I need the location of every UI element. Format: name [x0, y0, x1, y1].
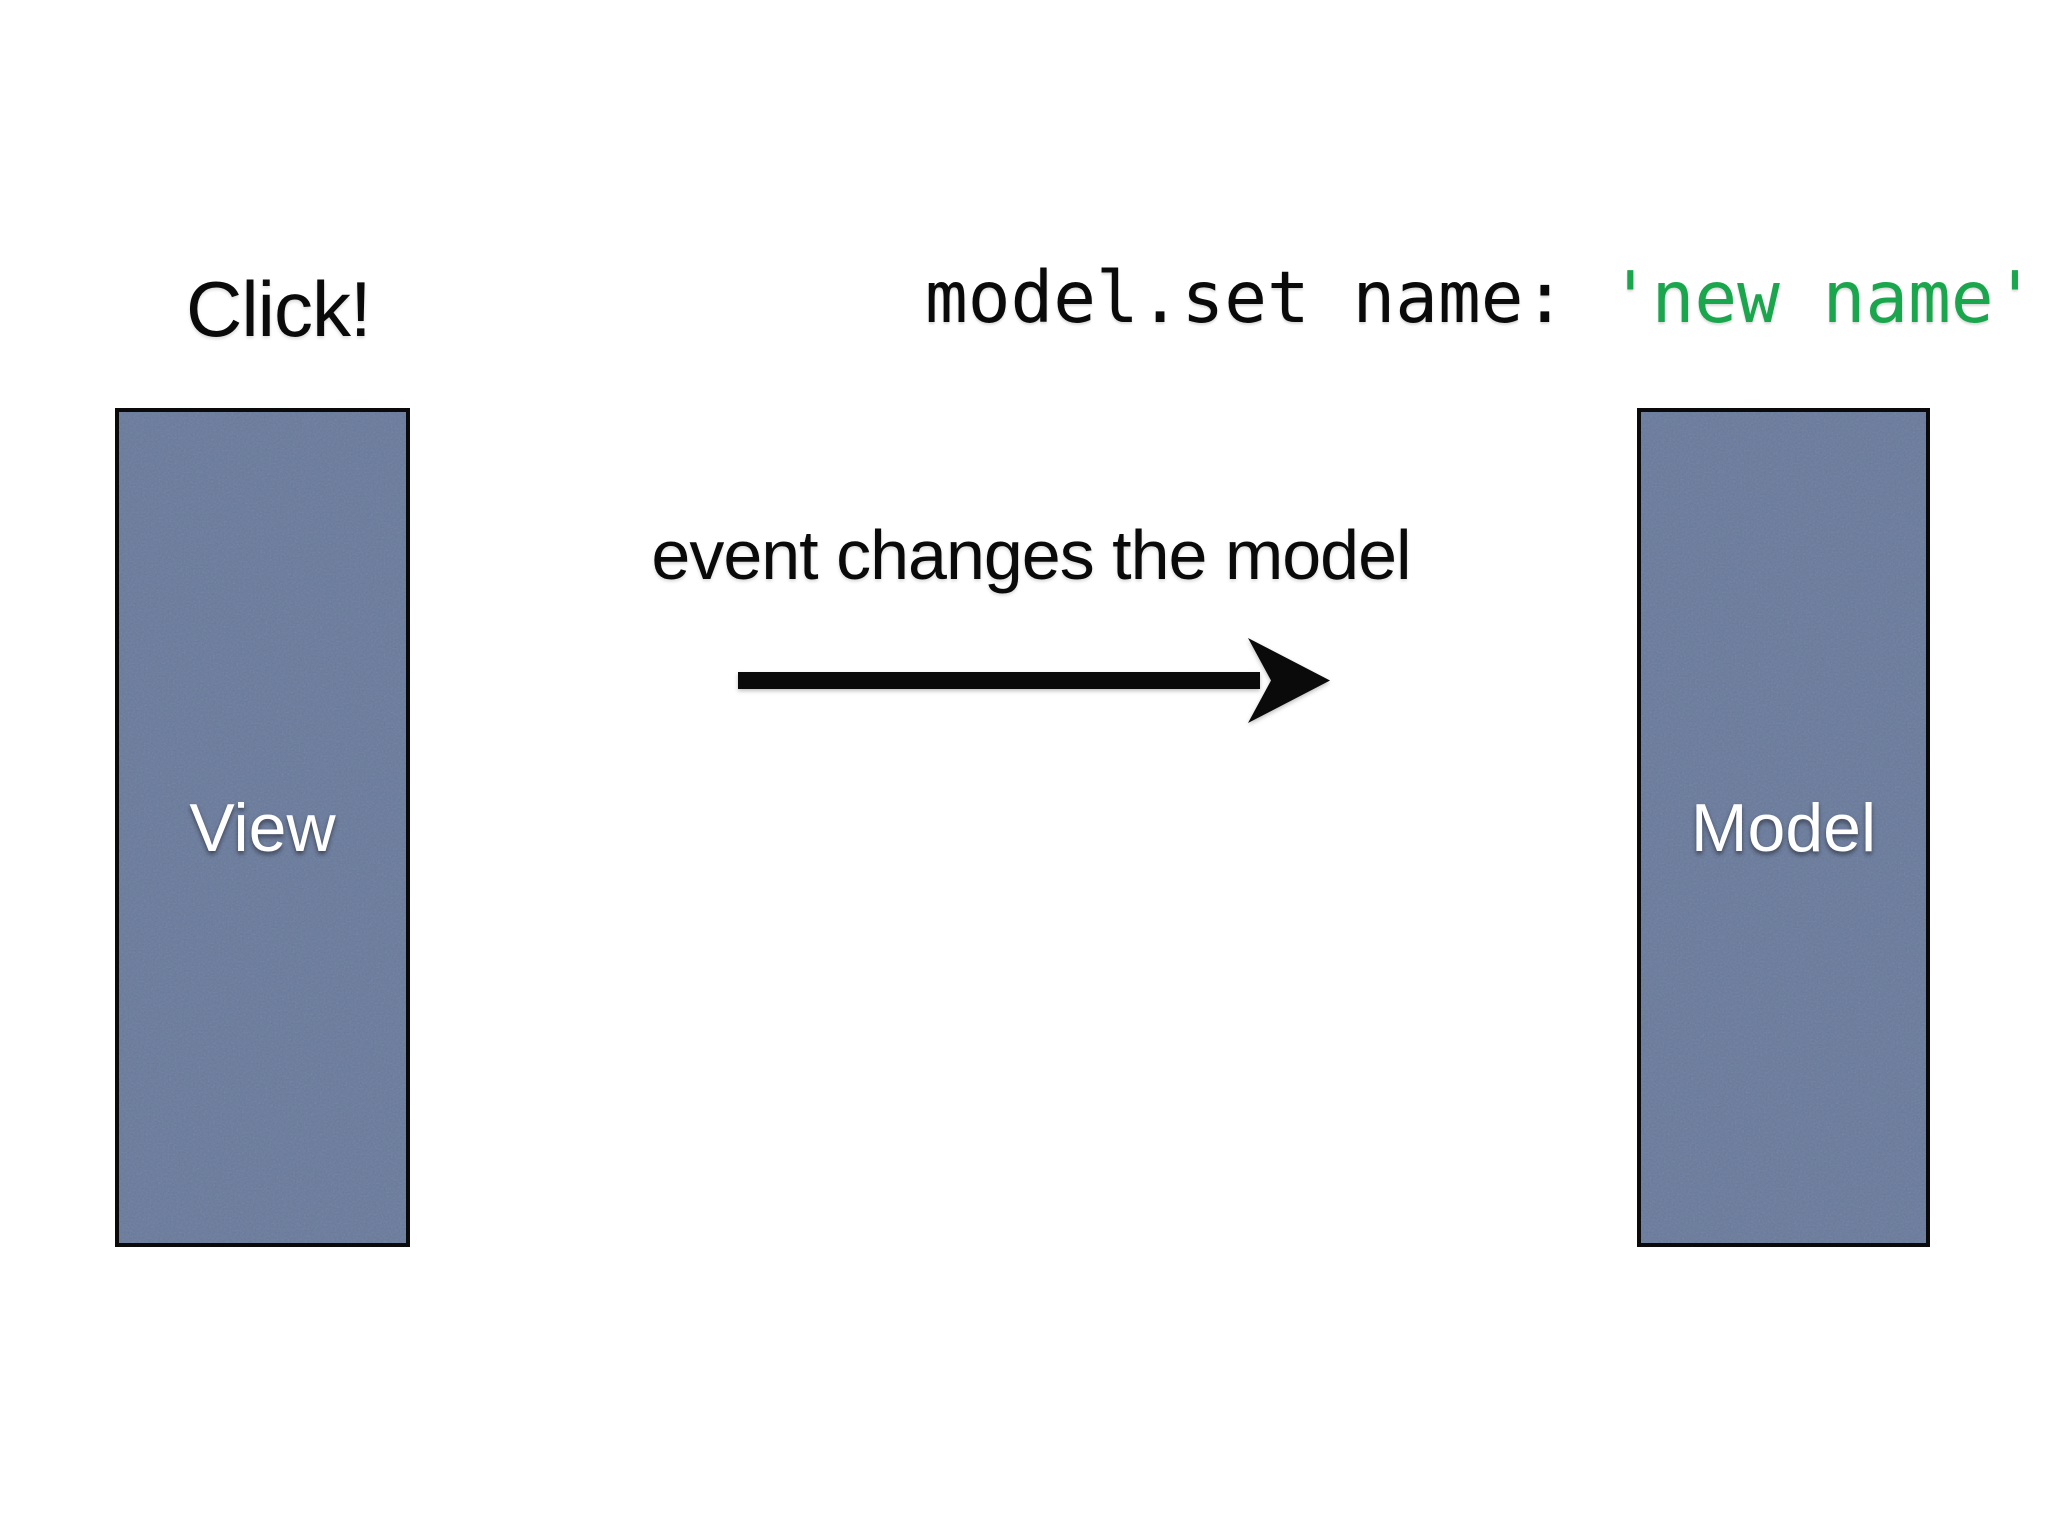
code-line: model.set name: 'new name'	[925, 262, 2036, 333]
model-box-label: Model	[1690, 789, 1877, 866]
arrow-shaft	[738, 672, 1260, 689]
code-call-text: model.set name:	[925, 256, 1609, 339]
arrow-caption: event changes the model	[651, 516, 1411, 594]
view-box: View	[115, 408, 410, 1247]
view-box-label: View	[189, 789, 336, 866]
right-arrow-icon	[738, 638, 1330, 723]
code-string-value: 'new name'	[1608, 256, 2037, 339]
model-box: Model	[1637, 408, 1930, 1247]
click-heading: Click!	[186, 265, 372, 353]
arrow-head	[1248, 638, 1330, 723]
